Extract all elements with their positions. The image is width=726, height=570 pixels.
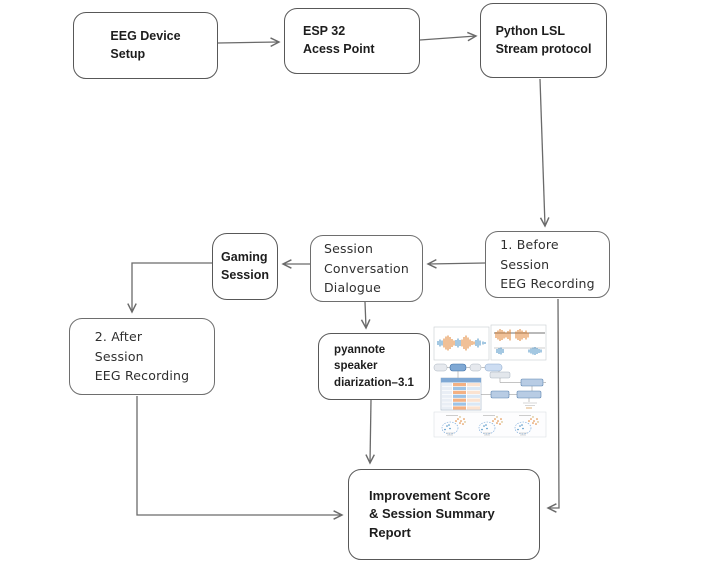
node-pyannote-diarization-label: pyannote speaker diarization–3.1: [334, 344, 414, 389]
arrow-eeg-to-esp32: [217, 37, 281, 47]
node-gaming-session: Gaming Session: [212, 233, 278, 300]
node-before-session-recording-label: 1. Before Session EEG Recording: [500, 237, 595, 292]
node-after-session-recording-label: 2. After Session EEG Recording: [94, 329, 190, 384]
node-session-conversation-dialogue: Session Conversation Dialogue: [310, 235, 423, 302]
node-python-lsl-stream: Python LSL Stream protocol: [480, 3, 607, 78]
arrow-after-to-report: [136, 396, 344, 520]
pyannote-pipeline-figure-icon: [433, 324, 547, 438]
node-esp32-access-point: ESP 32 Acess Point: [284, 8, 420, 74]
arrow-lsl-to-before: [539, 78, 550, 228]
arrow-pyannote-to-report: [365, 399, 375, 465]
arrow-esp32-to-lsl: [419, 31, 478, 42]
arrow-before-to-conversation: [426, 259, 486, 269]
node-gaming-session-label: Gaming Session: [221, 249, 269, 282]
arrow-conversation-to-pyannote: [360, 301, 371, 330]
node-improvement-report: Improvement Score & Session Summary Repo…: [348, 469, 540, 560]
node-eeg-device-setup-label: EEG Device Setup: [110, 28, 181, 61]
node-improvement-report-label: Improvement Score & Session Summary Repo…: [369, 487, 495, 540]
node-esp32-access-point-label: ESP 32 Acess Point: [303, 24, 375, 56]
node-pyannote-diarization: pyannote speaker diarization–3.1: [318, 333, 430, 400]
node-python-lsl-stream-label: Python LSL Stream protocol: [495, 23, 592, 56]
node-before-session-recording: 1. Before Session EEG Recording: [485, 231, 610, 298]
arrow-before-to-report: [546, 298, 560, 513]
node-eeg-device-setup: EEG Device Setup: [73, 12, 218, 79]
node-session-conversation-dialogue-label: Session Conversation Dialogue: [323, 241, 410, 296]
arrow-gaming-to-after: [127, 262, 212, 314]
node-after-session-recording: 2. After Session EEG Recording: [69, 318, 215, 395]
